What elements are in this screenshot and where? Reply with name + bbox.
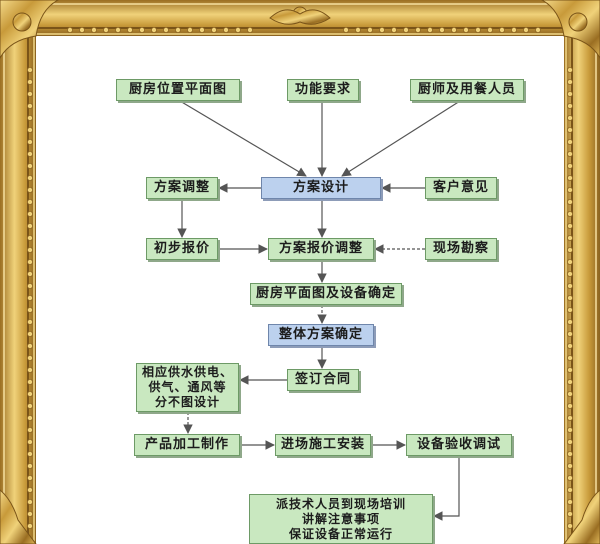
node-plan-confirm: 厨房平面图及设备确定 <box>250 283 402 305</box>
connector-arrow <box>433 456 460 521</box>
node-production: 产品加工制作 <box>134 434 240 456</box>
node-chef: 厨师及用餐人员 <box>410 79 524 101</box>
node-function: 功能要求 <box>287 79 359 101</box>
node-design: 方案设计 <box>261 177 381 199</box>
node-utilities: 相应供水供电、 供气、通风等 分不图设计 <box>136 363 239 412</box>
connector-group <box>177 100 461 521</box>
node-overall-confirm: 整体方案确定 <box>268 324 374 346</box>
node-survey: 现场勘察 <box>425 238 497 260</box>
node-floorplan: 厨房位置平面图 <box>116 79 240 101</box>
node-quote-adjust: 方案报价调整 <box>268 238 374 260</box>
node-contract: 签订合同 <box>287 369 359 391</box>
node-client: 客户意见 <box>425 177 497 199</box>
node-install: 进场施工安装 <box>275 434 371 456</box>
connector-arrow <box>341 100 461 177</box>
node-acceptance: 设备验收调试 <box>406 434 512 456</box>
connector-arrow <box>179 100 307 177</box>
node-adjust: 方案调整 <box>146 177 218 199</box>
node-quote-initial: 初步报价 <box>146 238 218 260</box>
node-training: 派技术人员到现场培训 讲解注意事项 保证设备正常运行 <box>249 494 433 544</box>
